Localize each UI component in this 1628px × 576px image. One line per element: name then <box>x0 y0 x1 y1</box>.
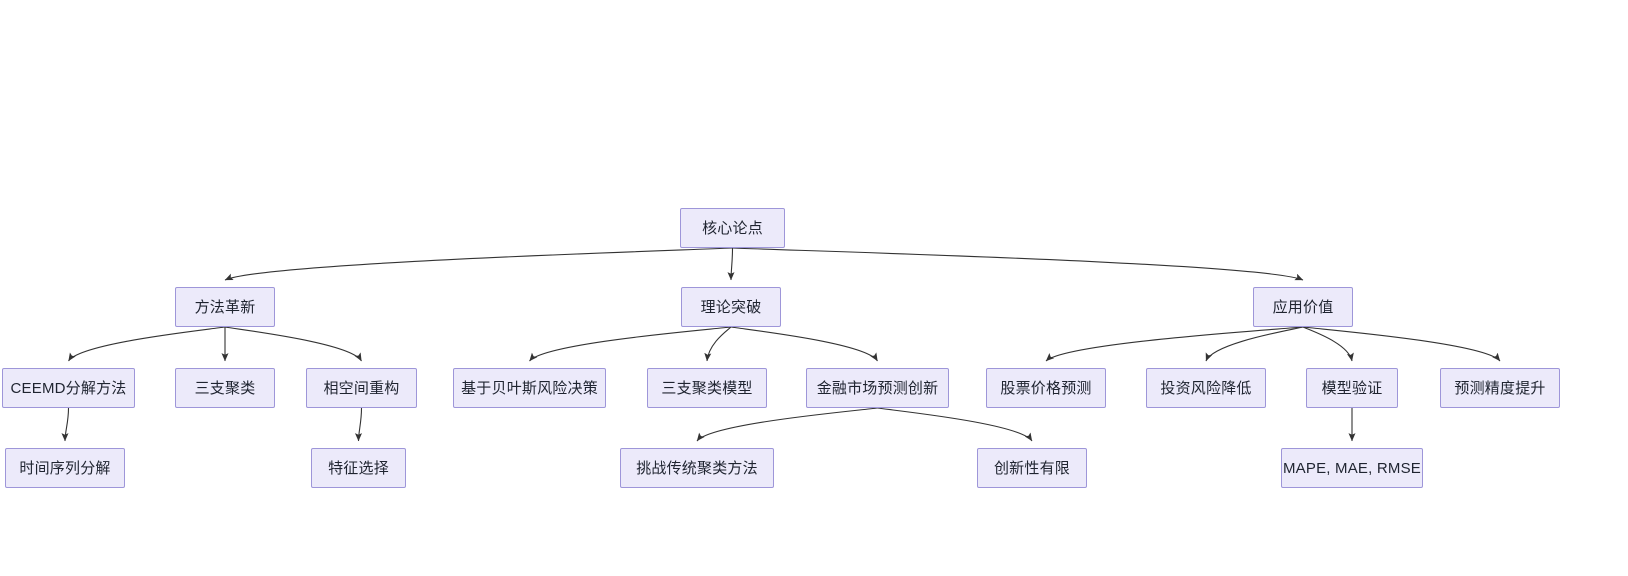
node-l2d[interactable]: 基于贝叶斯风险决策 <box>453 368 606 408</box>
node-l1a[interactable]: 方法革新 <box>175 287 275 327</box>
node-l3d[interactable]: 创新性有限 <box>977 448 1087 488</box>
node-label: CEEMD分解方法 <box>10 379 127 397</box>
node-label: 投资风险降低 <box>1160 379 1252 397</box>
node-label: 创新性有限 <box>993 459 1070 477</box>
node-l2a[interactable]: CEEMD分解方法 <box>2 368 135 408</box>
node-l3c[interactable]: 挑战传统聚类方法 <box>620 448 774 488</box>
node-l1b[interactable]: 理论突破 <box>681 287 781 327</box>
node-l2c[interactable]: 相空间重构 <box>306 368 417 408</box>
edge-l1b-to-l2e <box>704 326 732 362</box>
edge-root-to-l1c <box>732 247 1304 281</box>
edge-l1c-to-l2j <box>1302 326 1501 362</box>
edge-l1a-to-l2a <box>68 326 226 362</box>
node-label: 预测精度提升 <box>1454 379 1546 397</box>
edge-l1c-to-l2h <box>1205 326 1304 362</box>
edge-l2f-to-l3d <box>877 407 1033 442</box>
edge-l1c-to-l2g <box>1045 326 1304 362</box>
node-label: 方法革新 <box>194 298 256 316</box>
node-l3b[interactable]: 特征选择 <box>311 448 406 488</box>
node-l2e[interactable]: 三支聚类模型 <box>647 368 767 408</box>
edge-l2c-to-l3b <box>354 407 363 442</box>
node-label: 应用价值 <box>1272 298 1334 316</box>
node-label: 时间序列分解 <box>19 459 111 477</box>
node-label: 三支聚类 <box>194 379 256 397</box>
node-label: 核心论点 <box>702 219 763 237</box>
edge-l1a-to-l2c <box>224 326 362 362</box>
node-l2j[interactable]: 预测精度提升 <box>1440 368 1560 408</box>
node-root[interactable]: 核心论点 <box>680 208 785 248</box>
node-label: 挑战传统聚类方法 <box>636 459 758 477</box>
edge-l1b-to-l2f <box>730 326 878 362</box>
node-label: 基于贝叶斯风险决策 <box>461 379 598 397</box>
node-l2g[interactable]: 股票价格预测 <box>986 368 1106 408</box>
edge-root-to-l1a <box>224 247 733 281</box>
edge-l1b-to-l2d <box>529 326 732 362</box>
edge-root-to-l1b <box>727 247 735 281</box>
node-l1c[interactable]: 应用价值 <box>1253 287 1353 327</box>
node-l2h[interactable]: 投资风险降低 <box>1146 368 1266 408</box>
node-label: 股票价格预测 <box>1000 379 1092 397</box>
edge-l1c-to-l2i <box>1302 326 1354 362</box>
node-label: 相空间重构 <box>323 379 400 397</box>
edge-l2a-to-l3a <box>61 407 70 442</box>
node-l2f[interactable]: 金融市场预测创新 <box>806 368 949 408</box>
node-label: 特征选择 <box>328 459 389 477</box>
node-l2b[interactable]: 三支聚类 <box>175 368 275 408</box>
node-label: 理论突破 <box>700 298 762 316</box>
node-label: 金融市场预测创新 <box>816 379 939 397</box>
node-label: 模型验证 <box>1321 379 1383 397</box>
node-l3e[interactable]: MAPE, MAE, RMSE <box>1281 448 1423 488</box>
node-l3a[interactable]: 时间序列分解 <box>5 448 125 488</box>
node-label: MAPE, MAE, RMSE <box>1282 459 1422 477</box>
node-label: 三支聚类模型 <box>661 379 753 397</box>
node-l2i[interactable]: 模型验证 <box>1306 368 1398 408</box>
edge-l2f-to-l3c <box>696 407 878 442</box>
